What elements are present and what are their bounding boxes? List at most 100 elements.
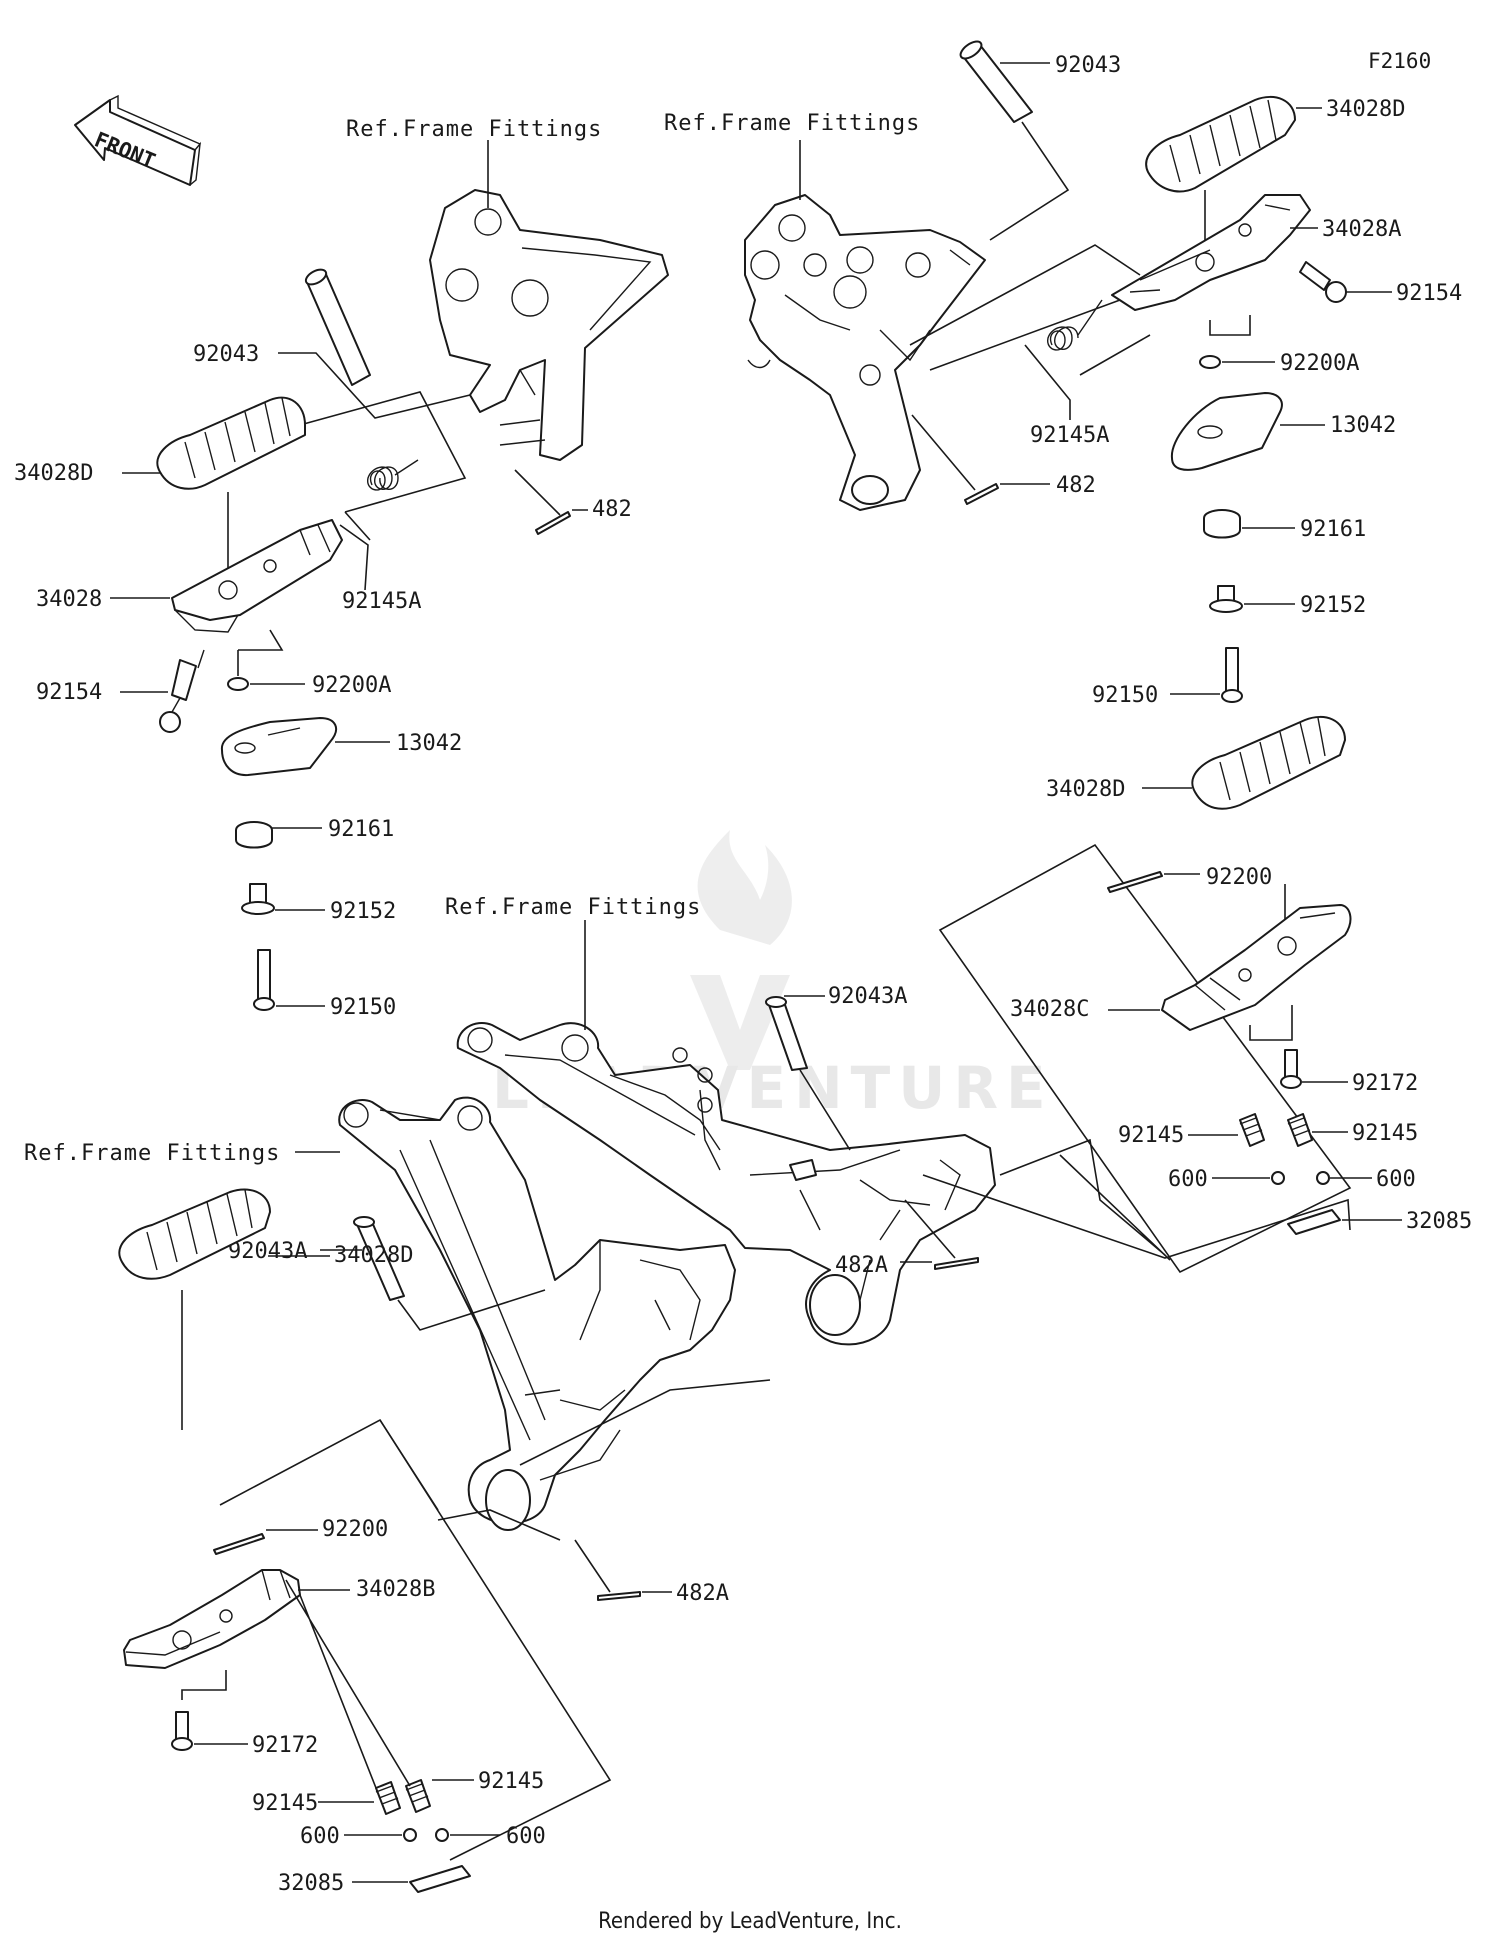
ball-600-lower-left-b [435, 1828, 449, 1842]
bolt-92150-upper-right [1221, 647, 1243, 703]
callout-482A-center: 482A [835, 1253, 888, 1278]
ref-frame-fittings-lower-center: Ref.Frame Fittings [445, 895, 701, 920]
callout-34028-upper-left: 34028 [36, 587, 102, 612]
ring-482-upper-right [964, 483, 999, 505]
callout-92145A-upper-left: 92145A [342, 589, 421, 614]
footpeg-34028-upper-left [171, 519, 343, 633]
footpeg-34028C-lower-right [1161, 904, 1352, 1031]
spring-92145A-upper-left [367, 459, 419, 491]
rubber-34028D-lower-right [1191, 715, 1346, 810]
callout-34028D-lower-right: 34028D [1046, 777, 1125, 802]
callout-13042-upper-right: 13042 [1330, 413, 1396, 438]
pad-13042-upper-right [1170, 392, 1283, 471]
pin-92200-lower-left [213, 1533, 265, 1555]
spring-92145-lower-left-a [375, 1781, 401, 1815]
collar-92152-upper-left [241, 883, 275, 915]
ref-frame-fittings-upper-left: Ref.Frame Fittings [346, 117, 602, 142]
callout-34028D-upper-right: 34028D [1326, 97, 1405, 122]
callout-34028B-lower-left: 34028B [356, 1577, 435, 1602]
lower-left-passenger-bracket [338, 1096, 736, 1531]
footpeg-34028A-upper-right [1111, 194, 1311, 311]
callout-92200-lower-right: 92200 [1206, 865, 1272, 890]
bolt-92172-lower-right [1280, 1049, 1302, 1089]
callout-92043-upper-right: 92043 [1055, 53, 1121, 78]
callout-92172-lower-right: 92172 [1352, 1071, 1418, 1096]
callout-92150-upper-left: 92150 [330, 995, 396, 1020]
callout-92200-lower-left: 92200 [322, 1517, 388, 1542]
bolt-92172-lower-left [171, 1711, 193, 1751]
callout-92172-lower-left: 92172 [252, 1733, 318, 1758]
bolt-92154-upper-left [159, 649, 205, 733]
washer-92200A-upper-right [1199, 355, 1221, 369]
callout-92161-upper-right: 92161 [1300, 517, 1366, 542]
ring-482A-center [934, 1257, 979, 1270]
callout-13042-upper-left: 13042 [396, 731, 462, 756]
callout-600-lower-right-a: 600 [1168, 1167, 1208, 1192]
rendered-by-credit: Rendered by LeadVenture, Inc. [598, 1909, 902, 1934]
callout-92154-upper-right: 92154 [1396, 281, 1462, 306]
callout-482A-lower-left: 482A [676, 1581, 729, 1606]
callout-92145-lower-right-a: 92145 [1118, 1123, 1184, 1148]
callout-92043A-center: 92043A [828, 984, 907, 1009]
spring-92145-lower-right-b [1287, 1113, 1313, 1147]
plate-32085-lower-right [1287, 1209, 1341, 1235]
pad-13042-upper-left [220, 717, 338, 777]
callout-600-lower-right-b: 600 [1376, 1167, 1416, 1192]
ball-600-lower-right-a [1271, 1171, 1285, 1185]
callout-92200A-upper-left: 92200A [312, 673, 391, 698]
ring-482-upper-left [535, 511, 571, 535]
footpeg-34028B-lower-left [123, 1569, 301, 1669]
collar-92152-upper-right [1209, 585, 1243, 613]
callout-92145-lower-right-b: 92145 [1352, 1121, 1418, 1146]
callout-32085-lower-left: 32085 [278, 1871, 344, 1896]
rubber-34028D-upper-left [156, 396, 306, 490]
pin-92043-upper-right [959, 40, 1033, 123]
callout-92145-lower-left-a: 92145 [252, 1791, 318, 1816]
pin-92043A-center [765, 996, 808, 1071]
lower-center-passenger-bracket [456, 1022, 996, 1346]
callout-92152-upper-right: 92152 [1300, 593, 1366, 618]
ball-600-lower-right-b [1316, 1171, 1330, 1185]
upper-left-footrest-bracket [429, 189, 669, 461]
callout-34028D-lower-left: 34028D [334, 1243, 413, 1268]
callout-92150-upper-right: 92150 [1092, 683, 1158, 708]
spring-92145A-upper-right [1047, 299, 1103, 351]
plate-32085-lower-left [409, 1865, 471, 1893]
damper-92161-upper-left [235, 821, 273, 849]
damper-92161-upper-right [1203, 509, 1241, 539]
ref-frame-fittings-upper-right: Ref.Frame Fittings [664, 111, 920, 136]
callout-92161-upper-left: 92161 [328, 817, 394, 842]
diagram-code: F2160 [1368, 49, 1431, 73]
callout-92145A-upper-right: 92145A [1030, 423, 1109, 448]
callout-92152-upper-left: 92152 [330, 899, 396, 924]
callout-92200A-upper-right: 92200A [1280, 351, 1359, 376]
bolt-92150-upper-left [253, 949, 275, 1011]
callout-92145-lower-left-b: 92145 [478, 1769, 544, 1794]
callout-482-upper-right: 482 [1056, 473, 1096, 498]
watermark-flame-icon [697, 830, 792, 945]
pin-92043-upper-left [304, 268, 371, 386]
rubber-34028D-lower-left [118, 1188, 271, 1280]
pin-92200-lower-right [1107, 871, 1163, 893]
callout-92043A-lower-left: 92043A [228, 1239, 307, 1264]
pin-92043A-lower-left [353, 1216, 405, 1301]
ring-482A-lower-left [597, 1591, 641, 1601]
ref-frame-fittings-lower-left: Ref.Frame Fittings [24, 1141, 280, 1166]
watermark-v-logo-icon [690, 975, 790, 1070]
ball-600-lower-left-a [403, 1828, 417, 1842]
front-arrow-icon: FRONT [74, 94, 202, 186]
callout-34028A-upper-right: 34028A [1322, 217, 1401, 242]
callout-32085-lower-right: 32085 [1406, 1209, 1472, 1234]
spring-92145-lower-right-a [1239, 1113, 1265, 1147]
callout-34028C-lower-right: 34028C [1010, 997, 1089, 1022]
callout-92154-upper-left: 92154 [36, 680, 102, 705]
upper-right-footrest-bracket [744, 194, 986, 511]
callout-34028D-upper-left: 34028D [14, 461, 93, 486]
spring-92145-lower-left-b [405, 1779, 431, 1813]
callout-600-lower-left-a: 600 [300, 1824, 340, 1849]
bolt-92154-upper-right [1299, 261, 1347, 303]
callout-92043-upper-left: 92043 [193, 342, 259, 367]
washer-92200A-upper-left [227, 677, 249, 691]
